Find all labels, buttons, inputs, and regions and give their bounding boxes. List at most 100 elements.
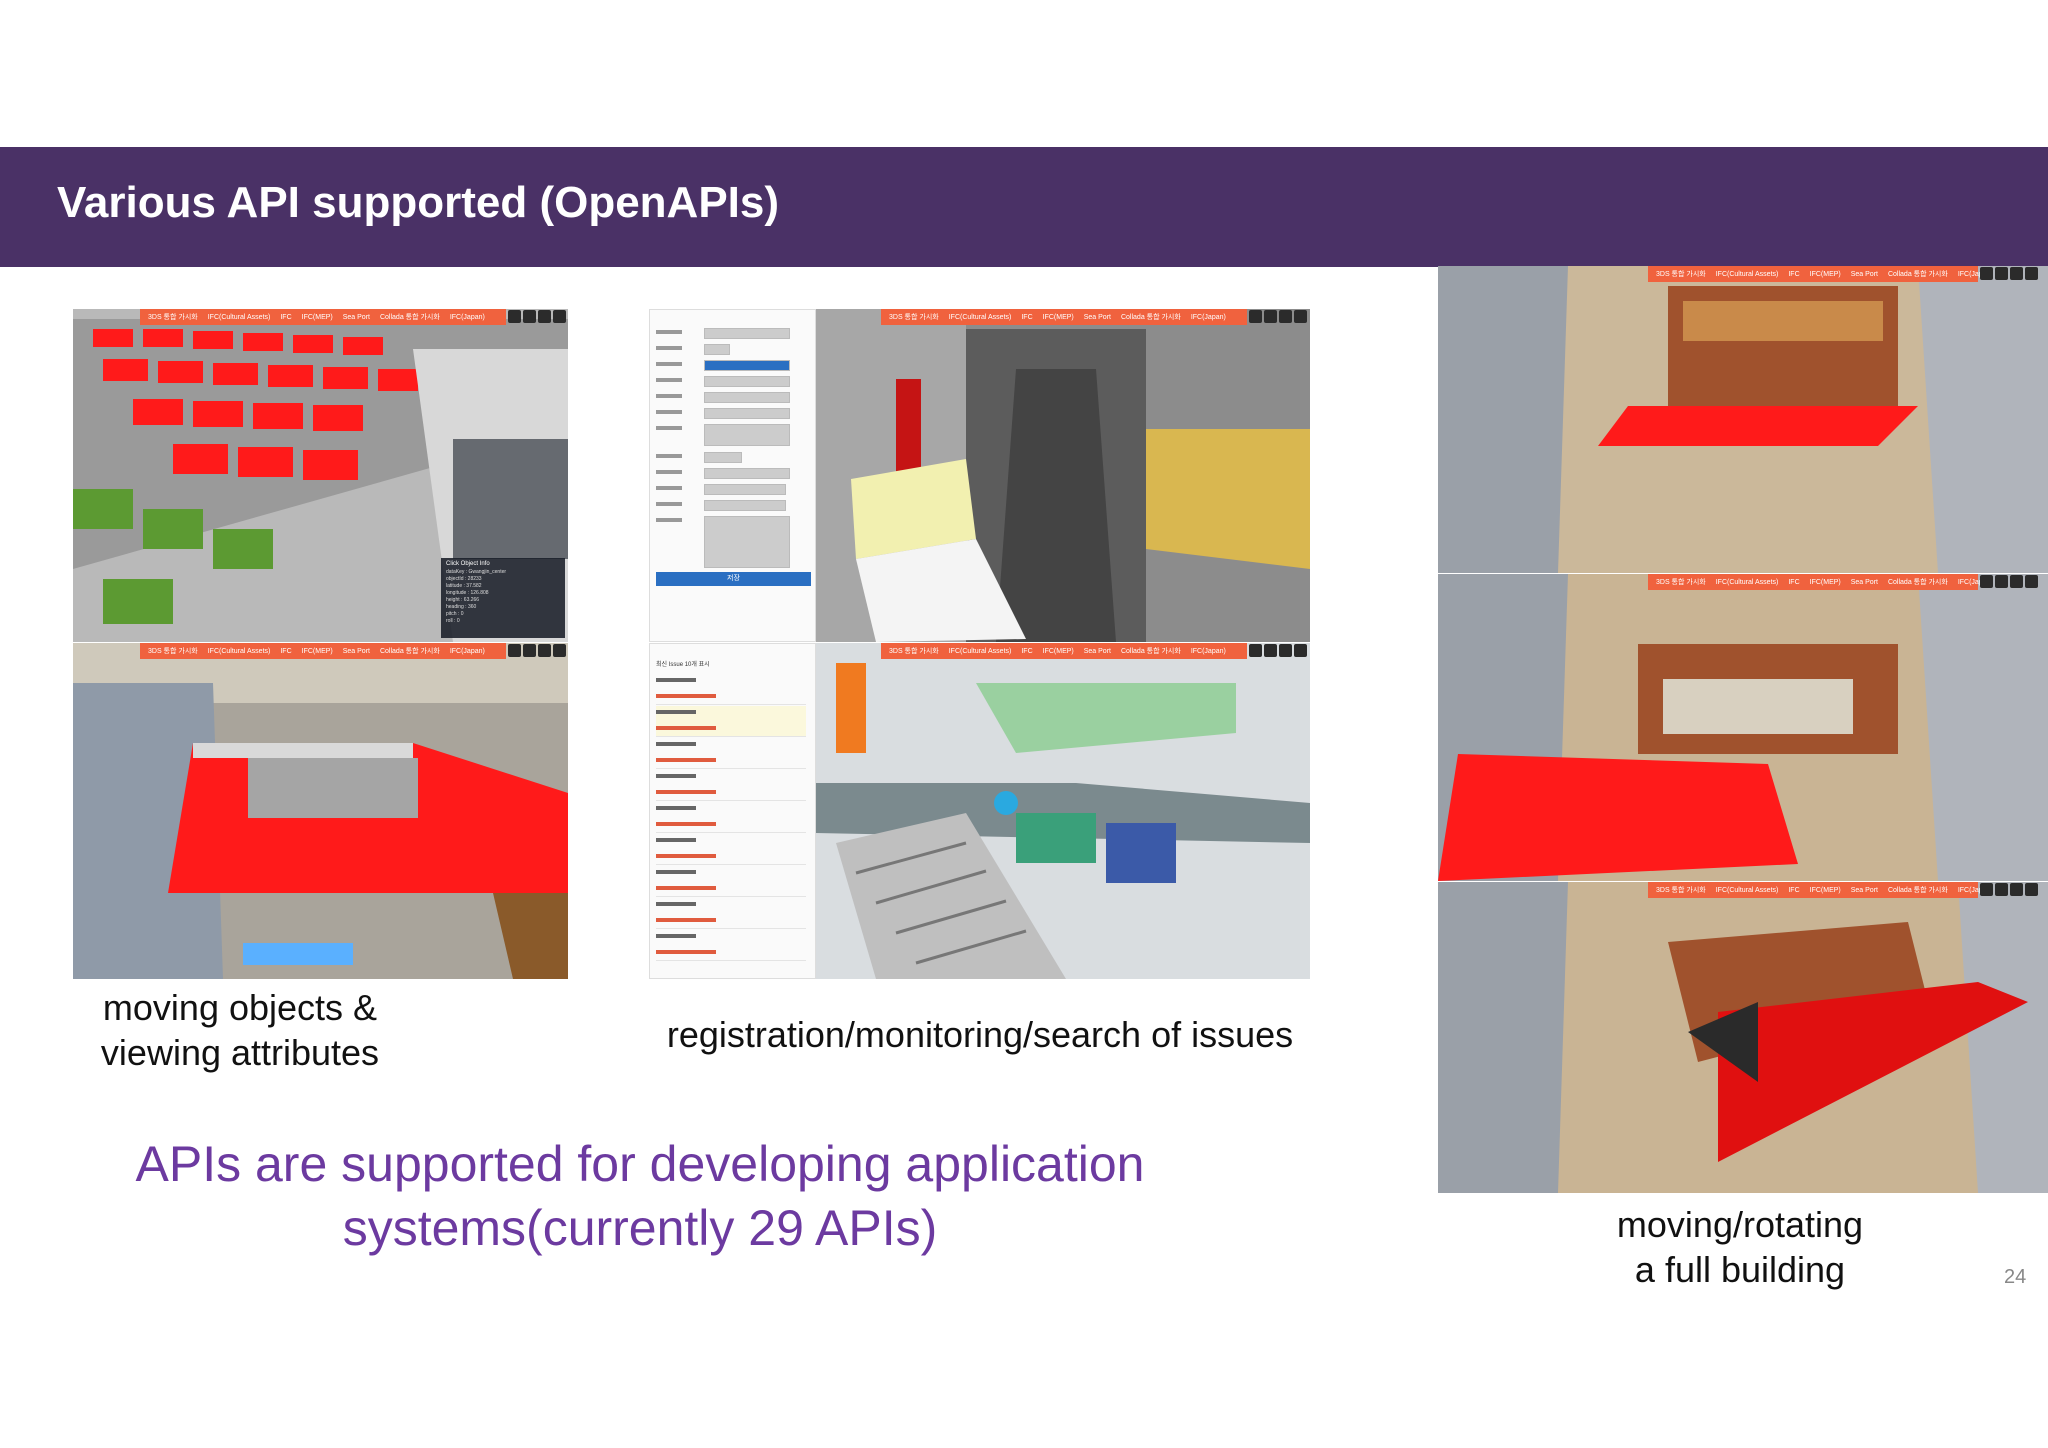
help-icon[interactable] (2025, 883, 2038, 896)
toolbar-tab[interactable]: IFC(MEP) (301, 647, 333, 655)
toolbar-tab[interactable]: IFC(Cultural Assets) (1715, 578, 1779, 586)
toolbar-tab[interactable]: Sea Port (342, 647, 370, 655)
toolbar-tab[interactable]: Sea Port (1083, 313, 1111, 321)
toolbar-tab[interactable]: IFC(MEP) (1809, 886, 1841, 894)
home-icon[interactable] (1995, 575, 2008, 588)
toolbar-tab[interactable]: IFC (1788, 578, 1800, 586)
form-submit-button[interactable]: 저장 (656, 572, 811, 586)
home-icon[interactable] (523, 644, 536, 657)
list-item[interactable] (656, 802, 806, 833)
toolbar-tab[interactable]: IFC (1788, 886, 1800, 894)
toolbar-tab[interactable]: IFC(Cultural Assets) (207, 313, 271, 321)
toolbar-tab[interactable]: IFC(MEP) (1809, 270, 1841, 278)
globe-icon[interactable] (2010, 575, 2023, 588)
viewer-3d-scene-5 (1438, 266, 2048, 573)
globe-icon[interactable] (2010, 267, 2023, 280)
viewer-toolbar: 3DS 통합 가시화 IFC(Cultural Assets) IFC IFC(… (140, 309, 506, 325)
toolbar-tab[interactable]: IFC(Cultural Assets) (207, 647, 271, 655)
toolbar-tab[interactable]: 3DS 통합 가시화 (148, 648, 198, 655)
toolbar-tab[interactable]: IFC (280, 313, 292, 321)
home-icon[interactable] (1995, 267, 2008, 280)
toolbar-tab[interactable]: Collada 통합 가시화 (1887, 271, 1948, 278)
viewer-screenshot-bottom-left: 3DS 통합 가시화 IFC(Cultural Assets) IFC IFC(… (73, 643, 568, 979)
toolbar-tab[interactable]: IFC (1021, 313, 1033, 321)
list-item[interactable] (656, 770, 806, 801)
toolbar-tab[interactable]: 3DS 통합 가시화 (1656, 579, 1706, 586)
toolbar-tab[interactable]: Sea Port (1850, 270, 1878, 278)
viewer-screenshot-right-2: 3DS 통합 가시화 IFC(Cultural Assets) IFC IFC(… (1438, 574, 2048, 881)
toolbar-tab[interactable]: Collada 통합 가시화 (1887, 887, 1948, 894)
toolbar-tab[interactable]: IFC(Japan) (449, 313, 485, 321)
toolbar-tab[interactable]: Collada 통합 가시화 (1120, 314, 1181, 321)
home-icon[interactable] (1995, 883, 2008, 896)
help-icon[interactable] (553, 310, 566, 323)
list-item[interactable] (656, 674, 806, 705)
toolbar-tab[interactable]: 3DS 통합 가시화 (1656, 271, 1706, 278)
toolbar-tab[interactable]: Collada 통합 가시화 (1120, 648, 1181, 655)
toolbar-tab[interactable]: IFC(MEP) (1809, 578, 1841, 586)
toolbar-tab[interactable]: 3DS 통합 가시화 (148, 314, 198, 321)
toolbar-tab[interactable]: IFC(Japan) (1957, 270, 1993, 278)
toolbar-tab[interactable]: IFC(Japan) (449, 647, 485, 655)
issue-registration-form: 저장 (649, 309, 816, 642)
home-icon[interactable] (1264, 644, 1277, 657)
toolbar-icons (508, 644, 566, 657)
list-item[interactable] (656, 930, 806, 961)
toolbar-tab[interactable]: IFC(MEP) (301, 313, 333, 321)
viewer-toolbar: 3DS 통합 가시화 IFC(Cultural Assets) IFC IFC(… (881, 643, 1247, 659)
globe-icon[interactable] (1279, 310, 1292, 323)
toolbar-tab[interactable]: IFC (1788, 270, 1800, 278)
help-icon[interactable] (1294, 310, 1307, 323)
toolbar-tab[interactable]: IFC(Japan) (1190, 313, 1226, 321)
toolbar-tab[interactable]: IFC(Japan) (1957, 886, 1993, 894)
toolbar-tab[interactable]: IFC(Cultural Assets) (948, 647, 1012, 655)
toolbar-tab[interactable]: IFC(Japan) (1190, 647, 1226, 655)
list-item[interactable] (656, 898, 806, 929)
list-item[interactable] (656, 866, 806, 897)
toolbar-tab[interactable]: Sea Port (1850, 886, 1878, 894)
globe-icon[interactable] (1279, 644, 1292, 657)
home-icon[interactable] (1264, 310, 1277, 323)
list-item[interactable] (656, 738, 806, 769)
toolbar-tab[interactable]: IFC (1021, 647, 1033, 655)
list-item[interactable] (656, 706, 806, 737)
help-icon[interactable] (2025, 575, 2038, 588)
home-icon[interactable] (523, 310, 536, 323)
toolbar-tab[interactable]: Collada 통합 가시화 (379, 648, 440, 655)
search-icon[interactable] (1249, 310, 1262, 323)
help-icon[interactable] (1294, 644, 1307, 657)
search-icon[interactable] (508, 310, 521, 323)
toolbar-tab[interactable]: IFC(Cultural Assets) (1715, 886, 1779, 894)
toolbar-tab[interactable]: IFC (280, 647, 292, 655)
toolbar-tab[interactable]: Collada 통합 가시화 (1887, 579, 1948, 586)
toolbar-tab[interactable]: IFC(Japan) (1957, 578, 1993, 586)
toolbar-tab[interactable]: IFC(Cultural Assets) (1715, 270, 1779, 278)
search-icon[interactable] (1249, 644, 1262, 657)
search-icon[interactable] (1980, 267, 1993, 280)
toolbar-tab[interactable]: IFC(MEP) (1042, 647, 1074, 655)
list-item[interactable] (656, 834, 806, 865)
toolbar-tab[interactable]: IFC(Cultural Assets) (948, 313, 1012, 321)
toolbar-tab[interactable]: 3DS 통합 가시화 (889, 648, 939, 655)
viewer-screenshot-top-left: 3DS 통합 가시화 IFC(Cultural Assets) IFC IFC(… (73, 309, 568, 642)
toolbar-tab[interactable]: 3DS 통합 가시화 (1656, 887, 1706, 894)
help-icon[interactable] (553, 644, 566, 657)
globe-icon[interactable] (538, 310, 551, 323)
toolbar-tab[interactable]: Sea Port (1083, 647, 1111, 655)
toolbar-tab[interactable]: Sea Port (342, 313, 370, 321)
globe-icon[interactable] (2010, 883, 2023, 896)
viewer-3d-scene-1 (73, 309, 568, 642)
toolbar-icons (1980, 267, 2038, 280)
toolbar-tab[interactable]: Collada 통합 가시화 (379, 314, 440, 321)
object-info-row: objectId : 28233 (446, 576, 482, 582)
toolbar-tab[interactable]: 3DS 통합 가시화 (889, 314, 939, 321)
search-icon[interactable] (1980, 883, 1993, 896)
help-icon[interactable] (2025, 267, 2038, 280)
search-icon[interactable] (1980, 575, 1993, 588)
toolbar-tab[interactable]: Sea Port (1850, 578, 1878, 586)
caption-left-line1: moving objects & (102, 987, 378, 1028)
viewer-3d-scene-3 (816, 309, 1310, 642)
search-icon[interactable] (508, 644, 521, 657)
toolbar-tab[interactable]: IFC(MEP) (1042, 313, 1074, 321)
globe-icon[interactable] (538, 644, 551, 657)
